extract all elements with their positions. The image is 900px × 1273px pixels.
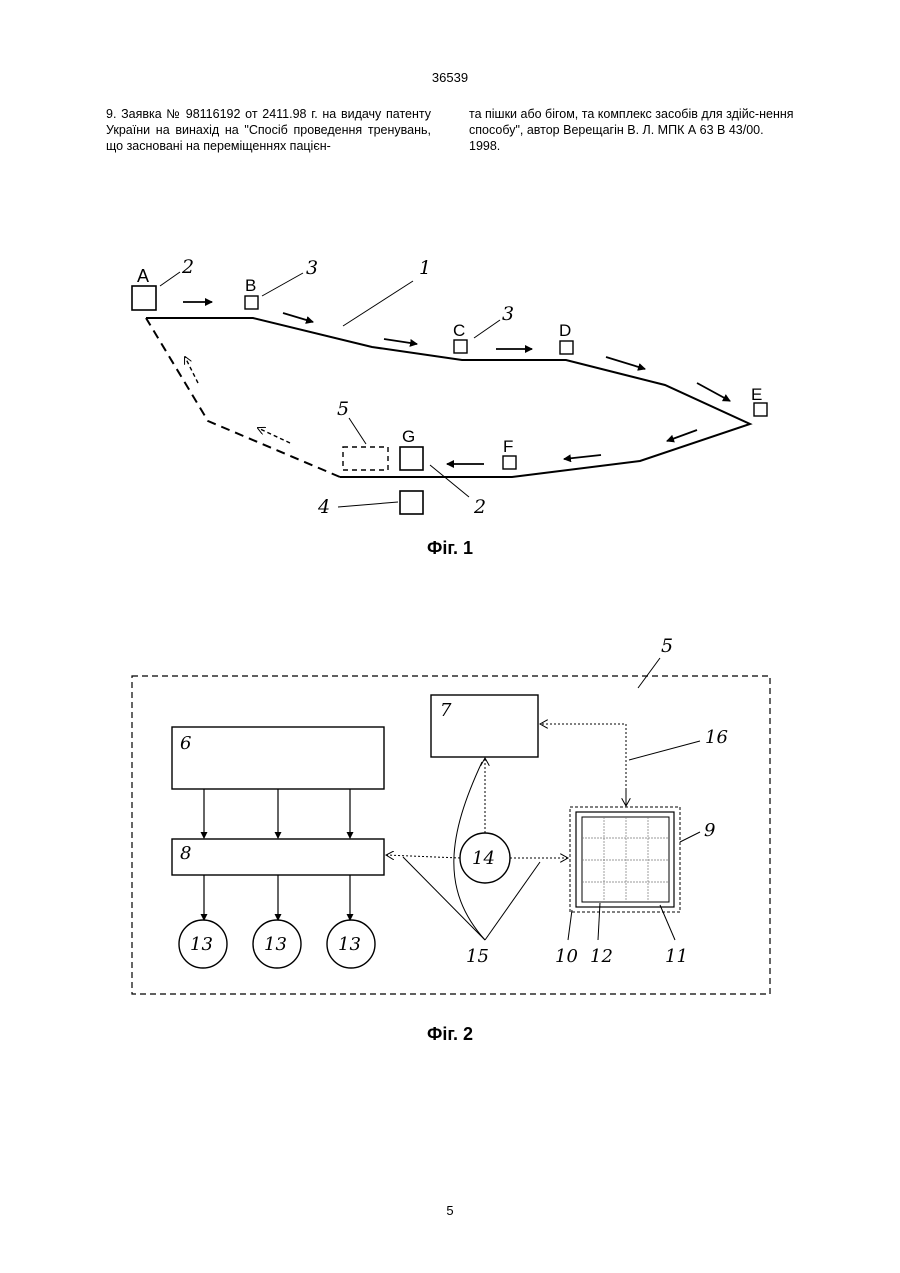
- block-8: [172, 839, 384, 875]
- arrow-e-f-2: [564, 455, 601, 459]
- station-g-box: [400, 447, 423, 470]
- label-11: 11: [665, 946, 688, 967]
- label-13-right: 13: [338, 934, 361, 955]
- station-e-box: [754, 403, 767, 416]
- label-9: 9: [704, 820, 715, 841]
- point-label-g: G: [402, 427, 415, 446]
- leader-2a: [160, 272, 180, 286]
- label-7: 7: [440, 700, 452, 721]
- page-footer-number: 5: [0, 1203, 900, 1218]
- figure-1-diagram: A B C D E F G 2 3 1 3 5 2 4: [0, 0, 900, 560]
- leader-10: [568, 910, 572, 940]
- label-13-mid: 13: [264, 934, 287, 955]
- station-f-box: [503, 456, 516, 469]
- label-6: 6: [180, 733, 191, 754]
- ref-number-4: 4: [317, 496, 330, 518]
- figure-1-caption: Фіг. 1: [0, 538, 900, 559]
- leader-2b: [430, 465, 469, 497]
- arrow-return-2: [185, 357, 198, 383]
- ref-number-2b: 2: [473, 496, 486, 518]
- ref-number-3b: 3: [502, 303, 514, 325]
- station-b-box: [245, 296, 258, 309]
- leader-3a: [262, 273, 303, 296]
- station-d-box: [560, 341, 573, 354]
- station-4-box: [400, 491, 423, 514]
- unit-11-inner: [582, 817, 669, 902]
- unit-10-frame: [576, 812, 674, 907]
- track-solid-path: [146, 318, 750, 477]
- leader-1: [343, 281, 413, 326]
- figure-2-diagram: 5 6 7 8 9 10 12 11 13 13 13 14 15 16: [0, 620, 900, 1020]
- arrow-d-e-2: [697, 383, 730, 401]
- ref-number-1: 1: [419, 257, 431, 279]
- ref-number-2a: 2: [181, 256, 194, 278]
- arrow-return-1: [258, 428, 290, 443]
- point-label-d: D: [559, 321, 571, 340]
- leader-16: [629, 741, 700, 760]
- label-14: 14: [472, 848, 495, 869]
- arrow-14-8: [386, 855, 460, 858]
- station-a-box: [132, 286, 156, 310]
- leader-12: [598, 903, 600, 940]
- figure-2-caption: Фіг. 2: [0, 1024, 900, 1045]
- station-c-box: [454, 340, 467, 353]
- leader-9: [680, 832, 700, 842]
- block-6: [172, 727, 384, 789]
- label-10: 10: [555, 946, 578, 967]
- label-5: 5: [661, 635, 673, 657]
- arrow-b-c-1: [283, 313, 313, 322]
- label-13-left: 13: [190, 934, 213, 955]
- point-label-a: A: [137, 266, 149, 286]
- track-dashed-path: [146, 318, 340, 477]
- arrow-e-f-1: [667, 430, 697, 441]
- control-unit-5-dashed-box: [343, 447, 388, 470]
- link-16-dotted: [540, 724, 626, 806]
- point-label-e: E: [751, 385, 762, 404]
- label-16: 16: [705, 727, 728, 748]
- ref-number-5: 5: [337, 398, 349, 420]
- unit-9-outer-dashed: [570, 807, 680, 912]
- leader-4: [338, 502, 398, 507]
- point-label-f: F: [503, 437, 513, 456]
- label-8: 8: [180, 843, 191, 864]
- label-15: 15: [466, 946, 489, 967]
- ref-number-3a: 3: [306, 257, 318, 279]
- label-12: 12: [590, 946, 613, 967]
- leader-5: [638, 658, 660, 688]
- point-label-c: C: [453, 321, 465, 340]
- leader-3b: [474, 320, 500, 338]
- point-label-b: B: [245, 276, 256, 295]
- arrow-b-c-2: [384, 339, 417, 344]
- leader-11: [660, 905, 675, 940]
- grid-12: [582, 817, 669, 902]
- leader-5: [349, 418, 366, 444]
- arrow-d-e-1: [606, 357, 645, 369]
